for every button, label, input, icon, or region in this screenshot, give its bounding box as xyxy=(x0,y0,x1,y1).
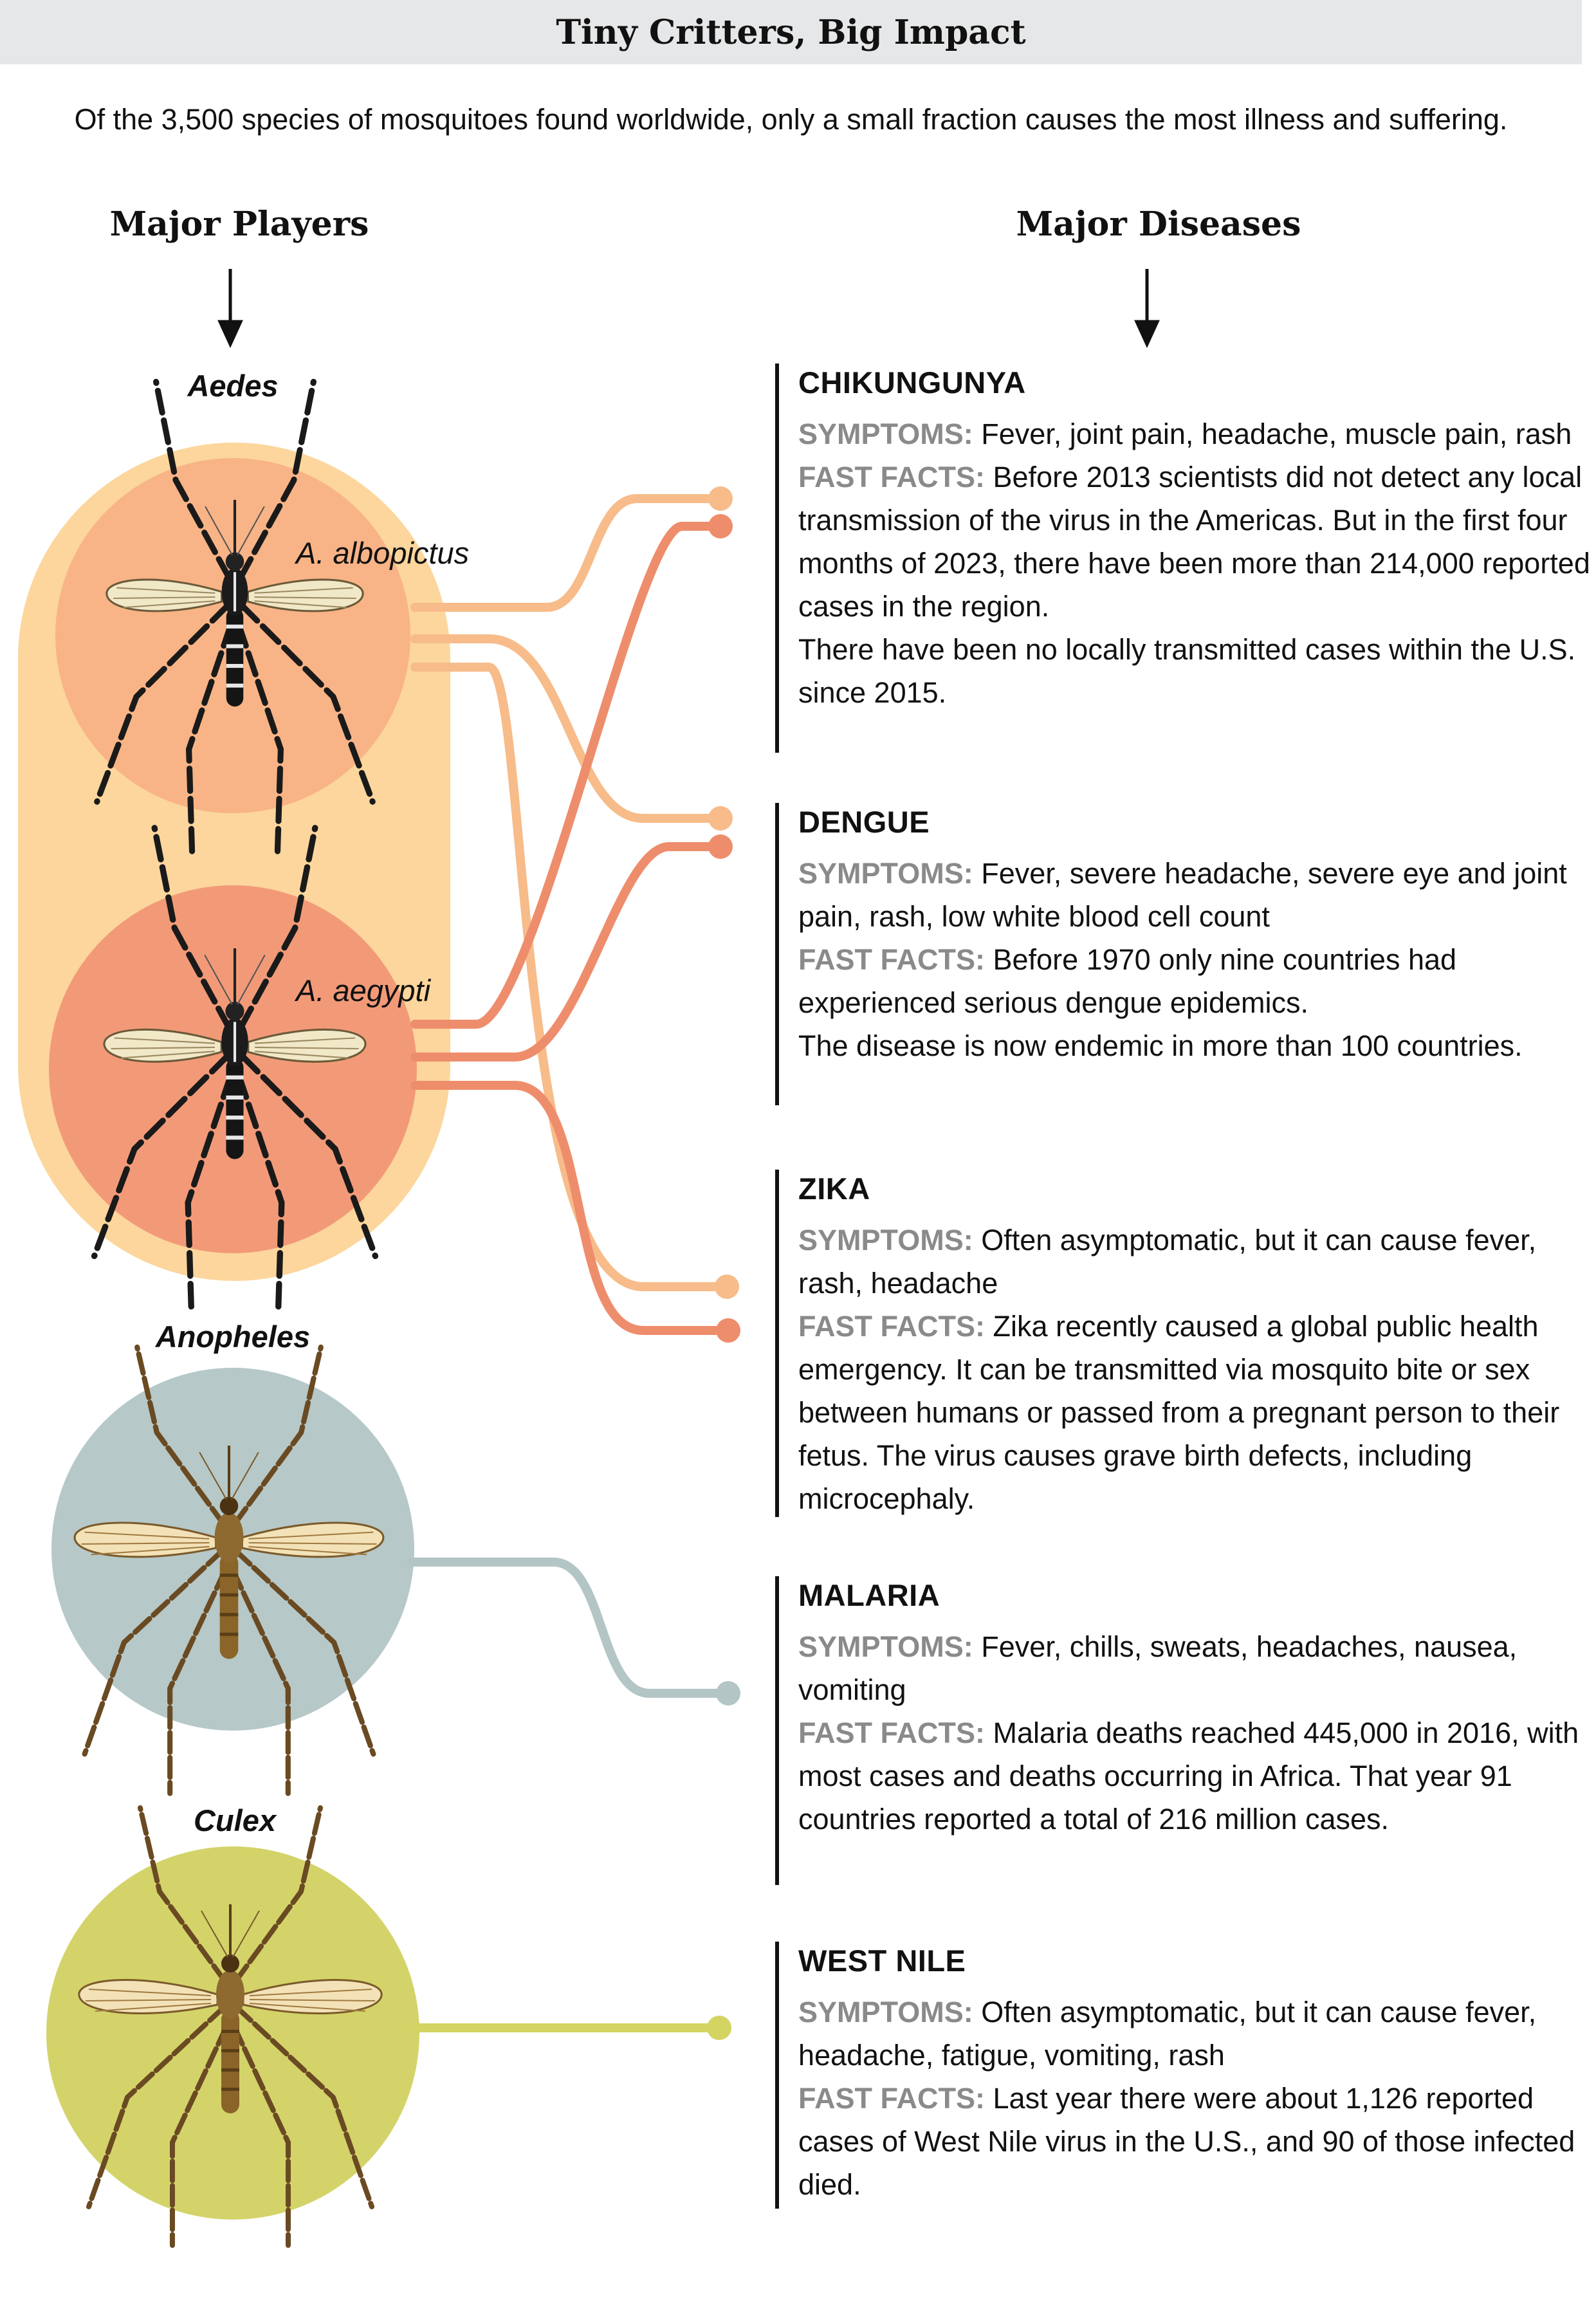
fast-facts-text: FAST FACTS: Before 1970 only nine countr… xyxy=(798,943,1457,1019)
aedes-label: Aedes xyxy=(187,369,279,403)
disease-name: MALARIA xyxy=(798,1578,940,1612)
culex-label: Culex xyxy=(194,1803,276,1837)
albopictus-to-chikungunya-line xyxy=(410,494,725,612)
disease-chikungunya: CHIKUNGUNYA SYMPTOMS: Fever, joint pain,… xyxy=(775,363,1596,753)
disease-name: CHIKUNGUNYA xyxy=(798,365,1026,400)
symptoms-text: SYMPTOMS: Fever, severe headache, severe… xyxy=(798,857,1567,933)
page-title: Tiny Critters, Big Impact xyxy=(556,12,1026,52)
fast-facts-text: FAST FACTS: Before 2013 scientists did n… xyxy=(798,461,1590,623)
dengue-aegypti-dot xyxy=(708,834,733,859)
symptoms-text: SYMPTOMS: Fever, chills, sweats, headach… xyxy=(798,1630,1518,1706)
zika-aegypti-dot xyxy=(716,1318,740,1343)
aegypti-to-zika-line xyxy=(410,1081,731,1335)
fast-facts-text: FAST FACTS: Zika recently caused a globa… xyxy=(798,1310,1560,1515)
fast-facts-text: FAST FACTS: Malaria deaths reached 445,0… xyxy=(798,1716,1579,1835)
symptoms-text: SYMPTOMS: Often asymptomatic, but it can… xyxy=(798,1224,1537,1300)
chikungunya-albopictus-dot xyxy=(708,486,733,511)
disease-name: WEST NILE xyxy=(798,1944,966,1978)
disease-dengue: DENGUE SYMPTOMS: Fever, severe headache,… xyxy=(775,803,1596,1105)
zika-albopictus-dot xyxy=(715,1274,739,1299)
aegypti-label: A. aegypti xyxy=(296,973,431,1007)
disease-malaria: MALARIA SYMPTOMS: Fever, chills, sweats,… xyxy=(775,1576,1596,1885)
major-players-heading: Major Players xyxy=(109,205,369,244)
malaria-anopheles-dot xyxy=(716,1681,740,1706)
fast-facts-extra: There have been no locally transmitted c… xyxy=(798,633,1576,709)
aegypti-to-dengue-line xyxy=(410,842,725,1062)
anopheles-label: Anopheles xyxy=(155,1320,311,1354)
dengue-albopictus-dot xyxy=(708,806,733,831)
major-diseases-heading: Major Diseases xyxy=(1016,205,1301,244)
symptoms-text: SYMPTOMS: Often asymptomatic, but it can… xyxy=(798,1996,1537,2072)
symptoms-text: SYMPTOMS: Fever, joint pain, headache, m… xyxy=(798,418,1572,450)
albopictus-to-dengue-line xyxy=(410,634,725,823)
diseases-arrow-head xyxy=(1134,320,1160,349)
west-nile-culex-dot xyxy=(707,2016,731,2040)
aegypti-to-chikungunya-line xyxy=(410,522,725,1029)
disease-name: ZIKA xyxy=(798,1172,870,1206)
chikungunya-aegypti-dot xyxy=(708,514,733,538)
albopictus-label: A. albopictus xyxy=(296,536,470,570)
fast-facts-text: FAST FACTS: Last year there were about 1… xyxy=(798,2082,1575,2201)
fast-facts-extra: The disease is now endemic in more than … xyxy=(798,1029,1523,1062)
page-subtitle: Of the 3,500 species of mosquitoes found… xyxy=(74,103,1508,136)
disease-zika: ZIKA SYMPTOMS: Often asymptomatic, but i… xyxy=(775,1170,1596,1517)
title-bar: Tiny Critters, Big Impact xyxy=(0,0,1582,64)
anopheles-to-malaria-line xyxy=(407,1558,731,1698)
players-arrow-head xyxy=(217,320,243,349)
disease-west-nile: WEST NILE SYMPTOMS: Often asymptomatic, … xyxy=(775,1942,1596,2209)
disease-name: DENGUE xyxy=(798,805,930,839)
albopictus-to-zika-line xyxy=(410,663,725,1291)
